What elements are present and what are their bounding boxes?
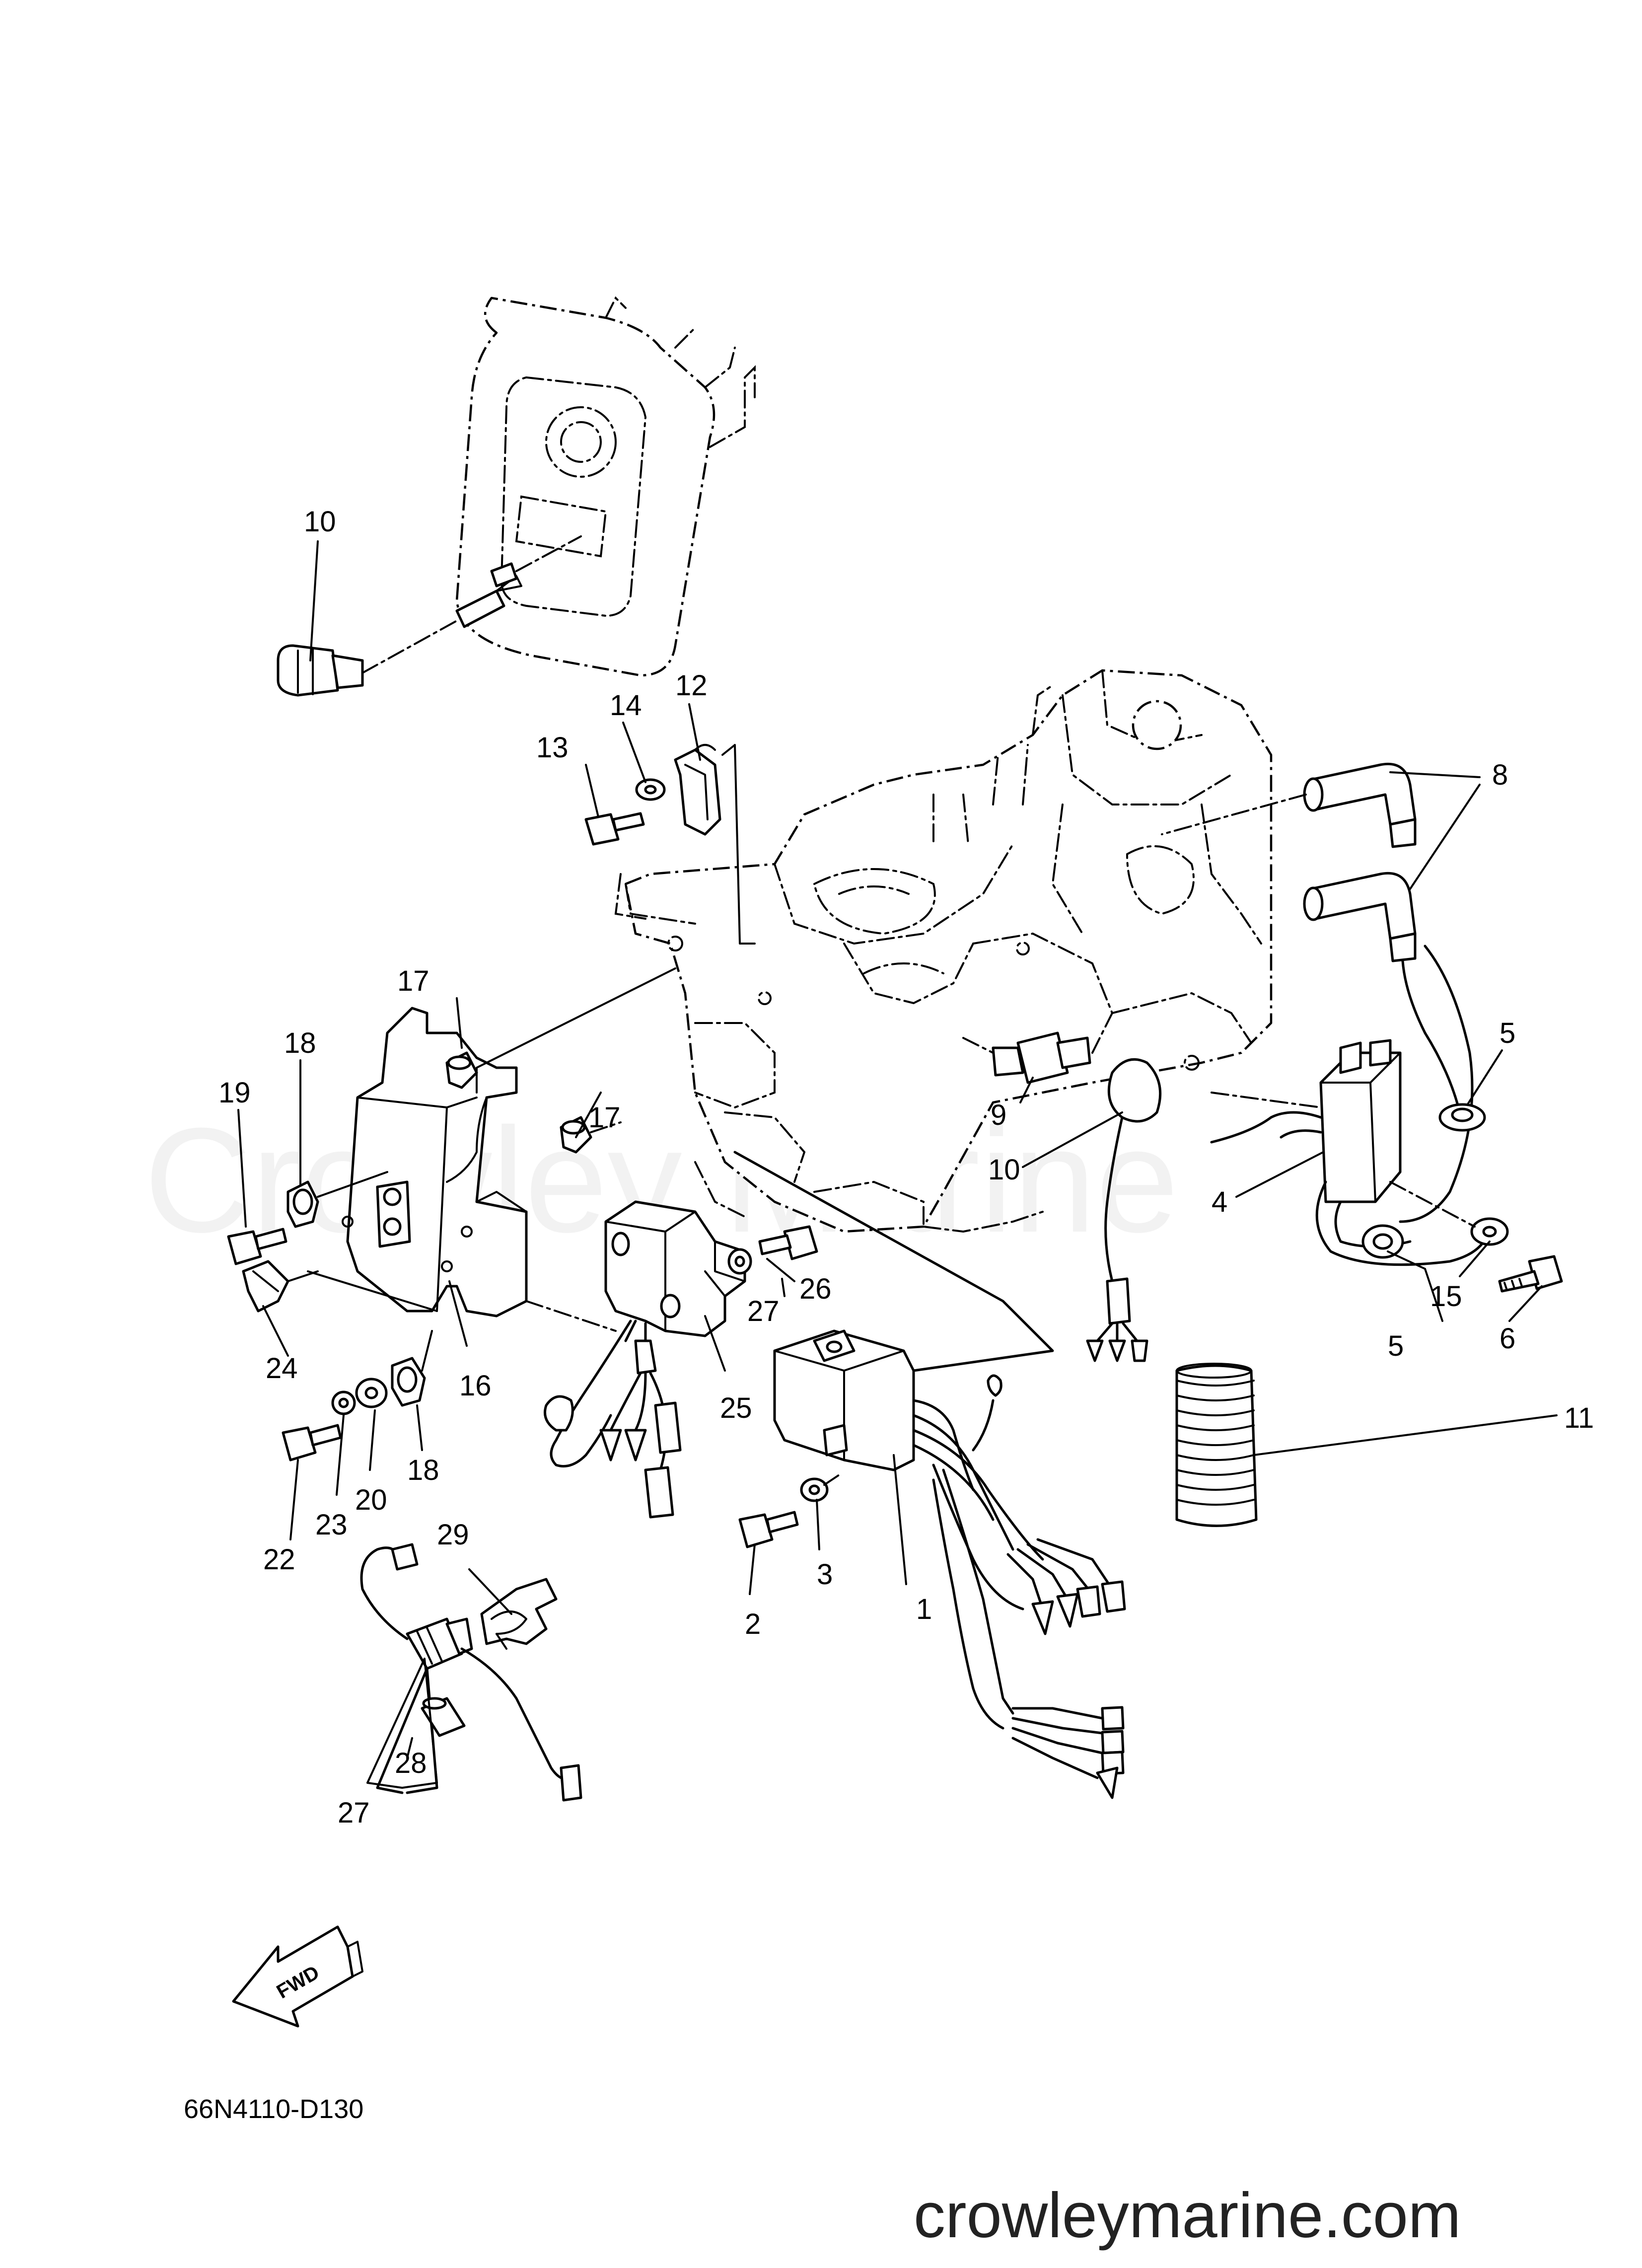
callout-21: 22	[263, 1543, 295, 1576]
part-1-cdi-unit	[733, 1151, 1126, 1799]
callout-1: 1	[916, 1593, 932, 1625]
callout-26: 27	[747, 1295, 780, 1327]
fwd-badge: FWD	[232, 1925, 363, 2028]
part-18-grommet-upper	[286, 1171, 388, 1228]
part-5-grommets	[1361, 1103, 1486, 1259]
callout-7: 15	[1430, 1280, 1462, 1313]
part-13-clamp	[674, 744, 756, 945]
callout-23: 24	[266, 1352, 298, 1385]
part-21-bolt	[282, 1424, 342, 1462]
callout-16: 16	[459, 1370, 492, 1402]
part-12-spring	[1175, 1363, 1258, 1527]
callout-17-b: 17	[588, 1101, 621, 1134]
callout-3: 3	[817, 1558, 833, 1591]
callout-14: 13	[536, 732, 569, 764]
callout-17-a: 17	[397, 965, 429, 997]
part-24-rectifier	[525, 1200, 746, 1519]
part-16-bracket	[307, 1007, 528, 1317]
leader-lines	[237, 540, 1558, 1789]
part-18-grommet-lower	[391, 1330, 433, 1407]
part-4-ignition-coil	[1210, 1039, 1491, 1266]
part-15-washer	[635, 778, 666, 801]
part-29-holder	[480, 1578, 558, 1650]
part-28-connector	[421, 1697, 466, 1737]
callout-labels: 10 12 14 13 8 17 18 19 5 9 17 10 10 4 15…	[218, 506, 1594, 1829]
part-8-plug-caps	[1161, 762, 1474, 1223]
engine-block	[614, 669, 1273, 1233]
callout-9: 9	[991, 1099, 1006, 1131]
part-2-bolt	[738, 1511, 799, 1548]
callout-20: 20	[355, 1484, 387, 1516]
callout-11: 10	[304, 506, 336, 538]
diagram-code: 66N4110-D130	[184, 2094, 363, 2124]
part-25-bolt	[758, 1225, 818, 1260]
callout-6-label: 6	[1499, 1322, 1515, 1355]
callout-13: 12	[675, 669, 708, 702]
callout-27-label: 27	[338, 1797, 370, 1829]
part-9-sensor	[962, 1031, 1091, 1084]
part-26-washer	[727, 1248, 752, 1275]
callout-18-a: 18	[284, 1027, 316, 1059]
website-label: crowleymarine.com	[914, 2180, 1461, 2251]
part-6-bolt	[1498, 1255, 1563, 1293]
callout-5-b: 5	[1388, 1330, 1404, 1362]
callout-19: 19	[218, 1077, 251, 1109]
callout-18-b: 18	[407, 1454, 439, 1486]
part-19-bolt	[227, 1228, 287, 1265]
callout-24: 25	[720, 1392, 752, 1424]
callout-22: 23	[315, 1509, 348, 1541]
part-10-plug-cap	[1086, 1058, 1162, 1362]
part-20-washer	[355, 1378, 388, 1408]
part-11-thermo-sensor	[277, 535, 582, 697]
part-7-washer	[1389, 1181, 1509, 1246]
part-17-grommet-b	[560, 1116, 622, 1154]
part-17-grommet-a	[445, 967, 676, 1089]
cylinder-head-cover	[455, 296, 756, 677]
callout-8: 8	[1492, 759, 1508, 791]
part-14-bolt	[584, 812, 645, 846]
part-3-washer	[800, 1474, 840, 1502]
callout-2: 2	[745, 1608, 761, 1640]
callout-29: 29	[437, 1519, 469, 1551]
part-23-clip	[242, 1260, 319, 1313]
callout-12: 11	[1564, 1402, 1594, 1434]
callout-4: 4	[1212, 1186, 1227, 1218]
callout-28: 28	[395, 1747, 427, 1779]
callout-15: 14	[610, 689, 642, 722]
part-22-washer	[331, 1390, 356, 1415]
callout-25: 26	[799, 1273, 832, 1305]
callout-10-label: 10	[988, 1154, 1020, 1186]
callout-5-a: 5	[1499, 1017, 1515, 1049]
